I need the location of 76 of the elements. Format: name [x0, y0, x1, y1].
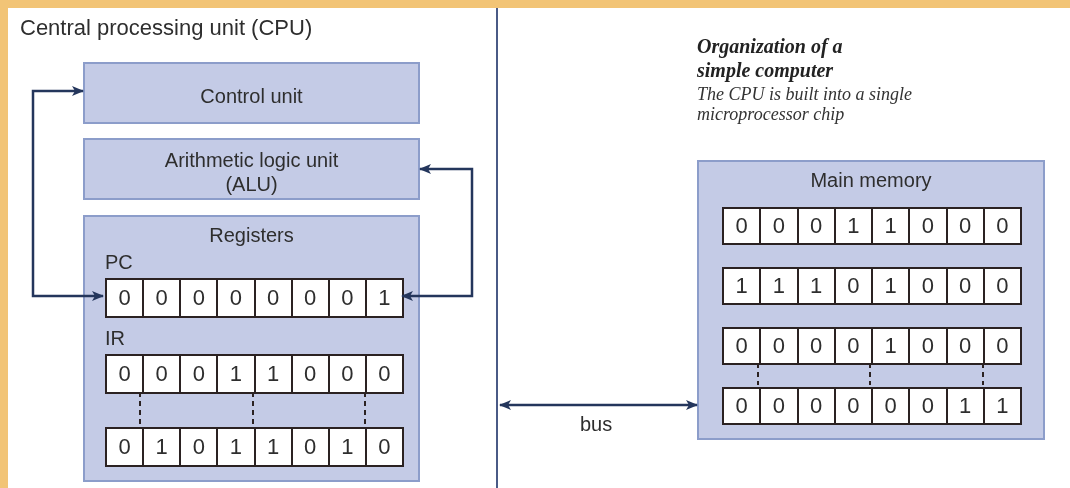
registers-box: [83, 215, 420, 482]
alu-box: Arithmetic logic unit (ALU): [83, 138, 420, 200]
bit-cell: 1: [796, 269, 834, 303]
bit-cell: 0: [142, 356, 180, 392]
dotted-line: [869, 362, 871, 386]
bit-cell: 0: [253, 280, 291, 316]
box-heading: Main memory: [809, 168, 933, 192]
bit-cell: 0: [908, 389, 946, 423]
arrow: [401, 164, 474, 301]
dotted-line: [757, 362, 759, 386]
bit-cell: 0: [945, 329, 983, 363]
bit-cell: 0: [982, 269, 1020, 303]
bit-cell: 0: [107, 280, 143, 316]
bit-cell: 0: [724, 329, 760, 363]
bit-cell: 0: [796, 389, 834, 423]
dotted-line: [139, 391, 141, 426]
bit-cell: 1: [833, 209, 871, 243]
bit-cell: 0: [945, 209, 983, 243]
bit-cell: 0: [833, 329, 871, 363]
bit-cell: 0: [833, 269, 871, 303]
arrow: [499, 400, 698, 410]
bit-cell: 1: [759, 269, 797, 303]
bit-cell: 0: [908, 209, 946, 243]
panel-heading: Central processing unit (CPU): [20, 14, 313, 42]
bit-cell: 0: [982, 209, 1020, 243]
bit-cell: 0: [908, 269, 946, 303]
title-text: Organization of a simple computer: [697, 34, 844, 82]
bit-cell: 0: [327, 280, 365, 316]
bit-cell: 0: [179, 429, 217, 465]
dotted-line: [252, 391, 254, 426]
bit-cell: 0: [871, 389, 909, 423]
bit-cell: 0: [179, 356, 217, 392]
bit-cell: 0: [796, 209, 834, 243]
bit-cell: 1: [982, 389, 1020, 423]
control-unit-box: Control unit: [83, 62, 420, 124]
bit-cell: 1: [724, 269, 760, 303]
bit-cell: 0: [290, 356, 328, 392]
bit-cell: 0: [364, 429, 402, 465]
bit-cell: 0: [908, 329, 946, 363]
bit-cell: 0: [107, 429, 143, 465]
bit-cell: 1: [364, 280, 402, 316]
bit-cell: 0: [179, 280, 217, 316]
bit-cell: 1: [327, 429, 365, 465]
bit-cell: 0: [759, 209, 797, 243]
bit-cell: 0: [290, 280, 328, 316]
bit-cell: 0: [796, 329, 834, 363]
bit-cell: 0: [982, 329, 1020, 363]
dotted-line: [364, 391, 366, 426]
box-heading: Registers: [208, 223, 295, 247]
memory-box: [697, 160, 1045, 440]
bit-cell: 1: [142, 429, 180, 465]
bit-cell: 0: [107, 356, 143, 392]
bit-cell: 0: [327, 356, 365, 392]
bit-cell: 0: [290, 429, 328, 465]
bit-cell: 1: [216, 429, 254, 465]
bit-cell: 0: [833, 389, 871, 423]
register-label: PC: [105, 250, 133, 274]
bit-cell: 1: [871, 269, 909, 303]
register-label: IR: [105, 326, 125, 350]
arrow: [31, 86, 104, 301]
bit-cell: 0: [759, 329, 797, 363]
bit-cell: 0: [724, 389, 760, 423]
caption-text: The CPU is built into a single microprocessor chip: [697, 84, 913, 124]
bit-cell: 1: [945, 389, 983, 423]
bit-cell: 1: [871, 329, 909, 363]
bit-cell: 1: [216, 356, 254, 392]
bit-cell: 1: [253, 356, 291, 392]
bit-cell: 0: [216, 280, 254, 316]
bit-cell: 0: [759, 389, 797, 423]
bit-cell: 1: [871, 209, 909, 243]
bit-cell: 0: [724, 209, 760, 243]
dotted-line: [982, 362, 984, 386]
bit-cell: 0: [364, 356, 402, 392]
bit-cell: 1: [253, 429, 291, 465]
bit-cell: 0: [945, 269, 983, 303]
bit-cell: 0: [142, 280, 180, 316]
